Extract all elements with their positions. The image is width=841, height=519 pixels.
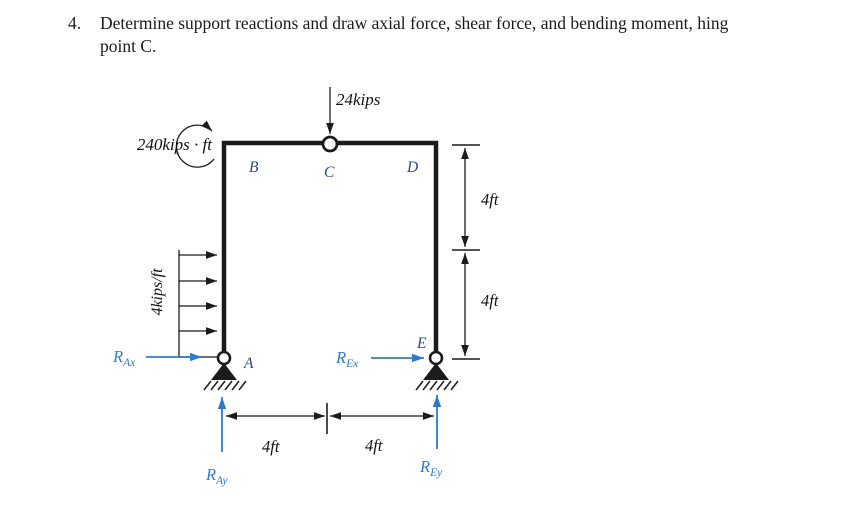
ground-hatch-e <box>415 380 459 391</box>
support-a <box>203 350 247 391</box>
point-label-c: C <box>324 164 335 181</box>
hinge-c <box>321 135 339 153</box>
dim-right-lower-label: 4ft <box>481 291 499 310</box>
dimension-right: 4ft 4ft <box>452 144 499 360</box>
dim-bottom-right-label: 4ft <box>365 436 383 455</box>
distributed-load-label: 4kips/ft <box>149 268 166 316</box>
pin-circle-a <box>216 350 232 366</box>
dimension-bottom: 4ft 4ft <box>226 403 434 456</box>
moment-arrow <box>175 120 215 168</box>
pin-triangle-e <box>423 363 449 380</box>
reaction-rey-label: REy <box>419 457 443 479</box>
reaction-ray-label: RAy <box>205 465 228 487</box>
problem-statement-line2: point C. <box>100 36 157 56</box>
ground-hatch-a <box>203 380 247 391</box>
point-label-a: A <box>243 355 254 372</box>
problem-text: Determine support reactions and draw axi… <box>100 12 841 58</box>
pin-circle-e <box>428 350 444 366</box>
support-e <box>415 350 459 391</box>
moment-load-label: 240kips · ft <box>137 135 213 154</box>
problem-statement-line1: Determine support reactions and draw axi… <box>100 13 729 33</box>
dim-bottom-left-label: 4ft <box>262 437 280 456</box>
distributed-load-arrows <box>179 251 217 358</box>
pin-triangle-a <box>211 363 237 380</box>
point-load-label: 24kips <box>336 90 381 109</box>
point-label-b: B <box>249 159 259 176</box>
problem-number: 4. <box>68 13 82 33</box>
reaction-rax-label: RAx <box>112 347 136 369</box>
point-label-d: D <box>406 159 418 176</box>
reaction-rex-label: REx <box>335 348 359 370</box>
problem-statement: 4. Determine support reactions and draw … <box>68 12 841 58</box>
dim-right-upper-label: 4ft <box>481 190 499 209</box>
point-label-e: E <box>416 335 427 352</box>
